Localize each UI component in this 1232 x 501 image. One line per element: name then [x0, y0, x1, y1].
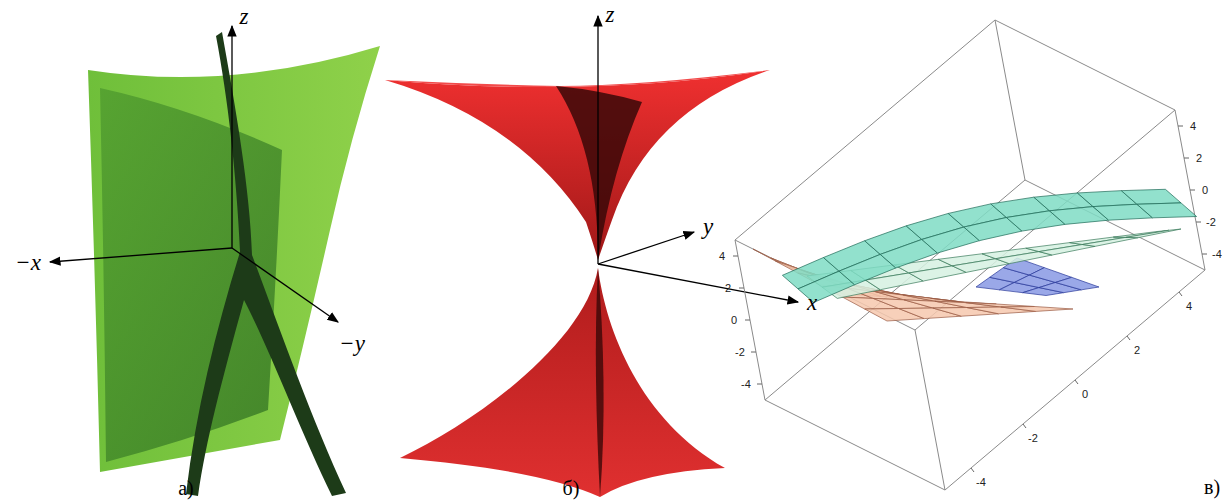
tick-label: -2	[1028, 433, 1038, 444]
tick-label: -2	[1206, 217, 1216, 228]
tick-mark	[1023, 424, 1026, 428]
box-edge	[735, 240, 765, 400]
tick-mark	[757, 384, 762, 385]
tick-mark	[751, 352, 756, 353]
green-surface	[50, 26, 380, 496]
tick-label: 4	[1186, 301, 1192, 312]
tick-mark	[1127, 336, 1130, 340]
panel-caption: б)	[563, 478, 580, 498]
tick-mark	[1178, 126, 1183, 127]
axis-label: x	[807, 291, 817, 314]
box-edge	[765, 180, 1025, 400]
tick-mark	[1075, 380, 1078, 384]
axis-label: z	[240, 5, 249, 28]
axis-label: −y	[339, 332, 365, 355]
red-surface	[385, 16, 798, 497]
tick-label: 2	[725, 283, 731, 294]
box-edge	[765, 400, 945, 490]
light-green-band	[807, 229, 1181, 298]
tick-mark	[1179, 292, 1182, 296]
box-edge	[1175, 110, 1205, 270]
tick-label: -2	[735, 347, 745, 358]
axis-label: z	[606, 3, 615, 26]
box-edge	[995, 20, 1175, 110]
axis-label: y	[703, 215, 713, 238]
box-edge	[995, 20, 1025, 180]
panel-caption: а)	[178, 478, 194, 498]
tick-label: 0	[1202, 185, 1208, 196]
tick-mark	[1190, 190, 1195, 191]
tick-mark	[1202, 254, 1207, 255]
box-edge	[735, 20, 995, 240]
tick-label: 4	[1190, 121, 1196, 132]
tick-mark	[745, 320, 750, 321]
panel-caption: в)	[1204, 477, 1220, 497]
tick-label: -4	[1212, 249, 1222, 260]
tick-label: 0	[1082, 389, 1088, 400]
teal-surface	[782, 189, 1196, 302]
box-edge	[915, 330, 945, 490]
tick-mark	[733, 256, 738, 257]
tick-mark	[1196, 222, 1201, 223]
box-plot	[733, 20, 1207, 490]
tick-mark	[971, 468, 974, 472]
tick-mark	[739, 288, 744, 289]
tick-label: 2	[1196, 153, 1202, 164]
tick-label: 2	[1134, 345, 1140, 356]
tick-label: -4	[741, 379, 751, 390]
tick-label: 0	[731, 315, 737, 326]
tick-mark	[1184, 158, 1189, 159]
axis-label: −x	[15, 251, 41, 274]
tick-label: -4	[976, 477, 986, 488]
tick-label: 4	[719, 251, 725, 262]
